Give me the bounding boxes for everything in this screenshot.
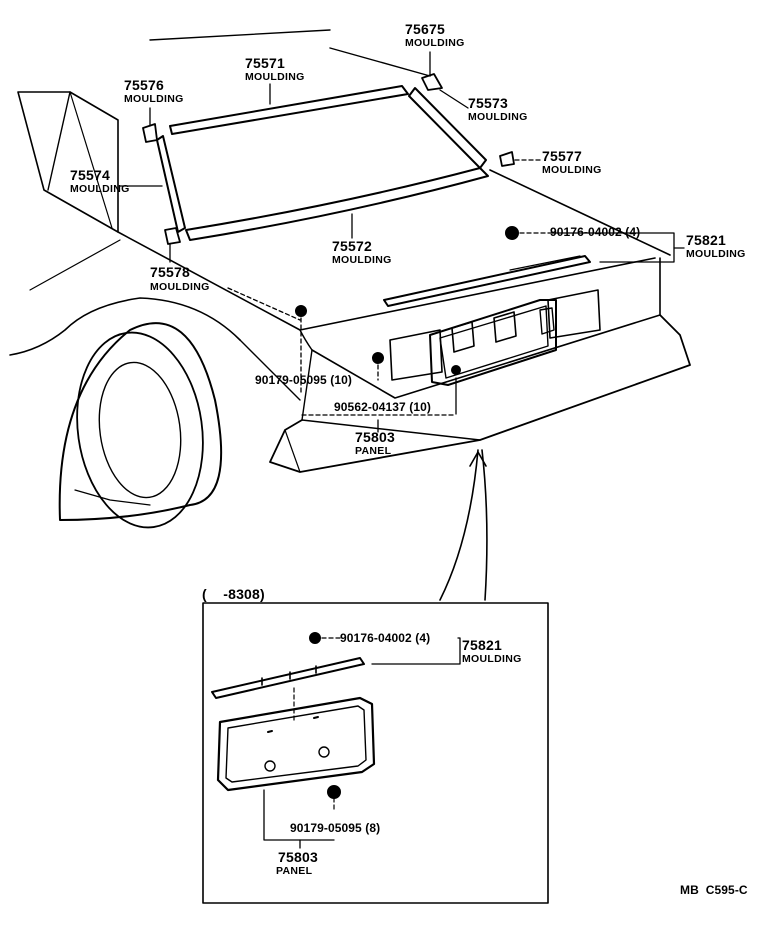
part-name-75576: MOULDING — [124, 93, 184, 105]
tail-panel — [389, 289, 601, 386]
inset-frame — [202, 602, 549, 904]
fastener-clips — [295, 226, 519, 375]
part-number-75821: 75821 — [686, 232, 726, 248]
inset-part-number-75803: 75803 — [278, 849, 318, 865]
rear-wheel — [58, 322, 223, 529]
part-number-75572: 75572 — [332, 238, 372, 254]
inset-fastener-90179-05095: 90179-05095 (8) — [290, 821, 381, 835]
part-name-75675: MOULDING — [405, 37, 465, 49]
part-name-75821: MOULDING — [686, 248, 746, 260]
inset-fasteners — [263, 632, 461, 849]
part-number-75574: 75574 — [70, 167, 110, 183]
inset-part-name-75803: PANEL — [276, 865, 313, 877]
part-number-75576: 75576 — [124, 77, 164, 93]
fastener-90562-04137: 90562-04137 (10) — [334, 400, 432, 414]
trunk-garnish-moulding — [383, 255, 591, 307]
part-number-75571: 75571 — [245, 55, 285, 71]
part-name-75571: MOULDING — [245, 71, 305, 83]
part-name-75572: MOULDING — [332, 254, 392, 266]
part-number-75675: 75675 — [405, 21, 445, 37]
part-name-75578: MOULDING — [150, 281, 210, 293]
fastener-90176-04002: 90176-04002 (4) — [550, 225, 641, 239]
inset-panel — [216, 696, 376, 792]
part-name-75573: MOULDING — [468, 111, 528, 123]
part-number-75803: 75803 — [355, 429, 395, 445]
inset-range-label: ( -8308) — [202, 586, 265, 602]
part-name-75803: PANEL — [355, 445, 392, 457]
rear-window-mouldings — [142, 73, 515, 245]
inset-part-number-75821: 75821 — [462, 637, 502, 653]
inset-part-name-75821: MOULDING — [462, 653, 522, 665]
inset-fastener-90176-04002: 90176-04002 (4) — [340, 631, 431, 645]
inset-pointer-arrow — [439, 449, 488, 601]
leader-lines — [119, 51, 685, 433]
part-number-75578: 75578 — [150, 264, 190, 280]
diagram-code: MB C595-C — [680, 883, 748, 897]
part-name-75577: MOULDING — [542, 164, 602, 176]
car-body — [9, 29, 691, 473]
part-name-75574: MOULDING — [70, 183, 130, 195]
part-number-75573: 75573 — [468, 95, 508, 111]
part-number-75577: 75577 — [542, 148, 582, 164]
inset-moulding — [211, 657, 365, 699]
fastener-90179-05095: 90179-05095 (10) — [255, 373, 353, 387]
